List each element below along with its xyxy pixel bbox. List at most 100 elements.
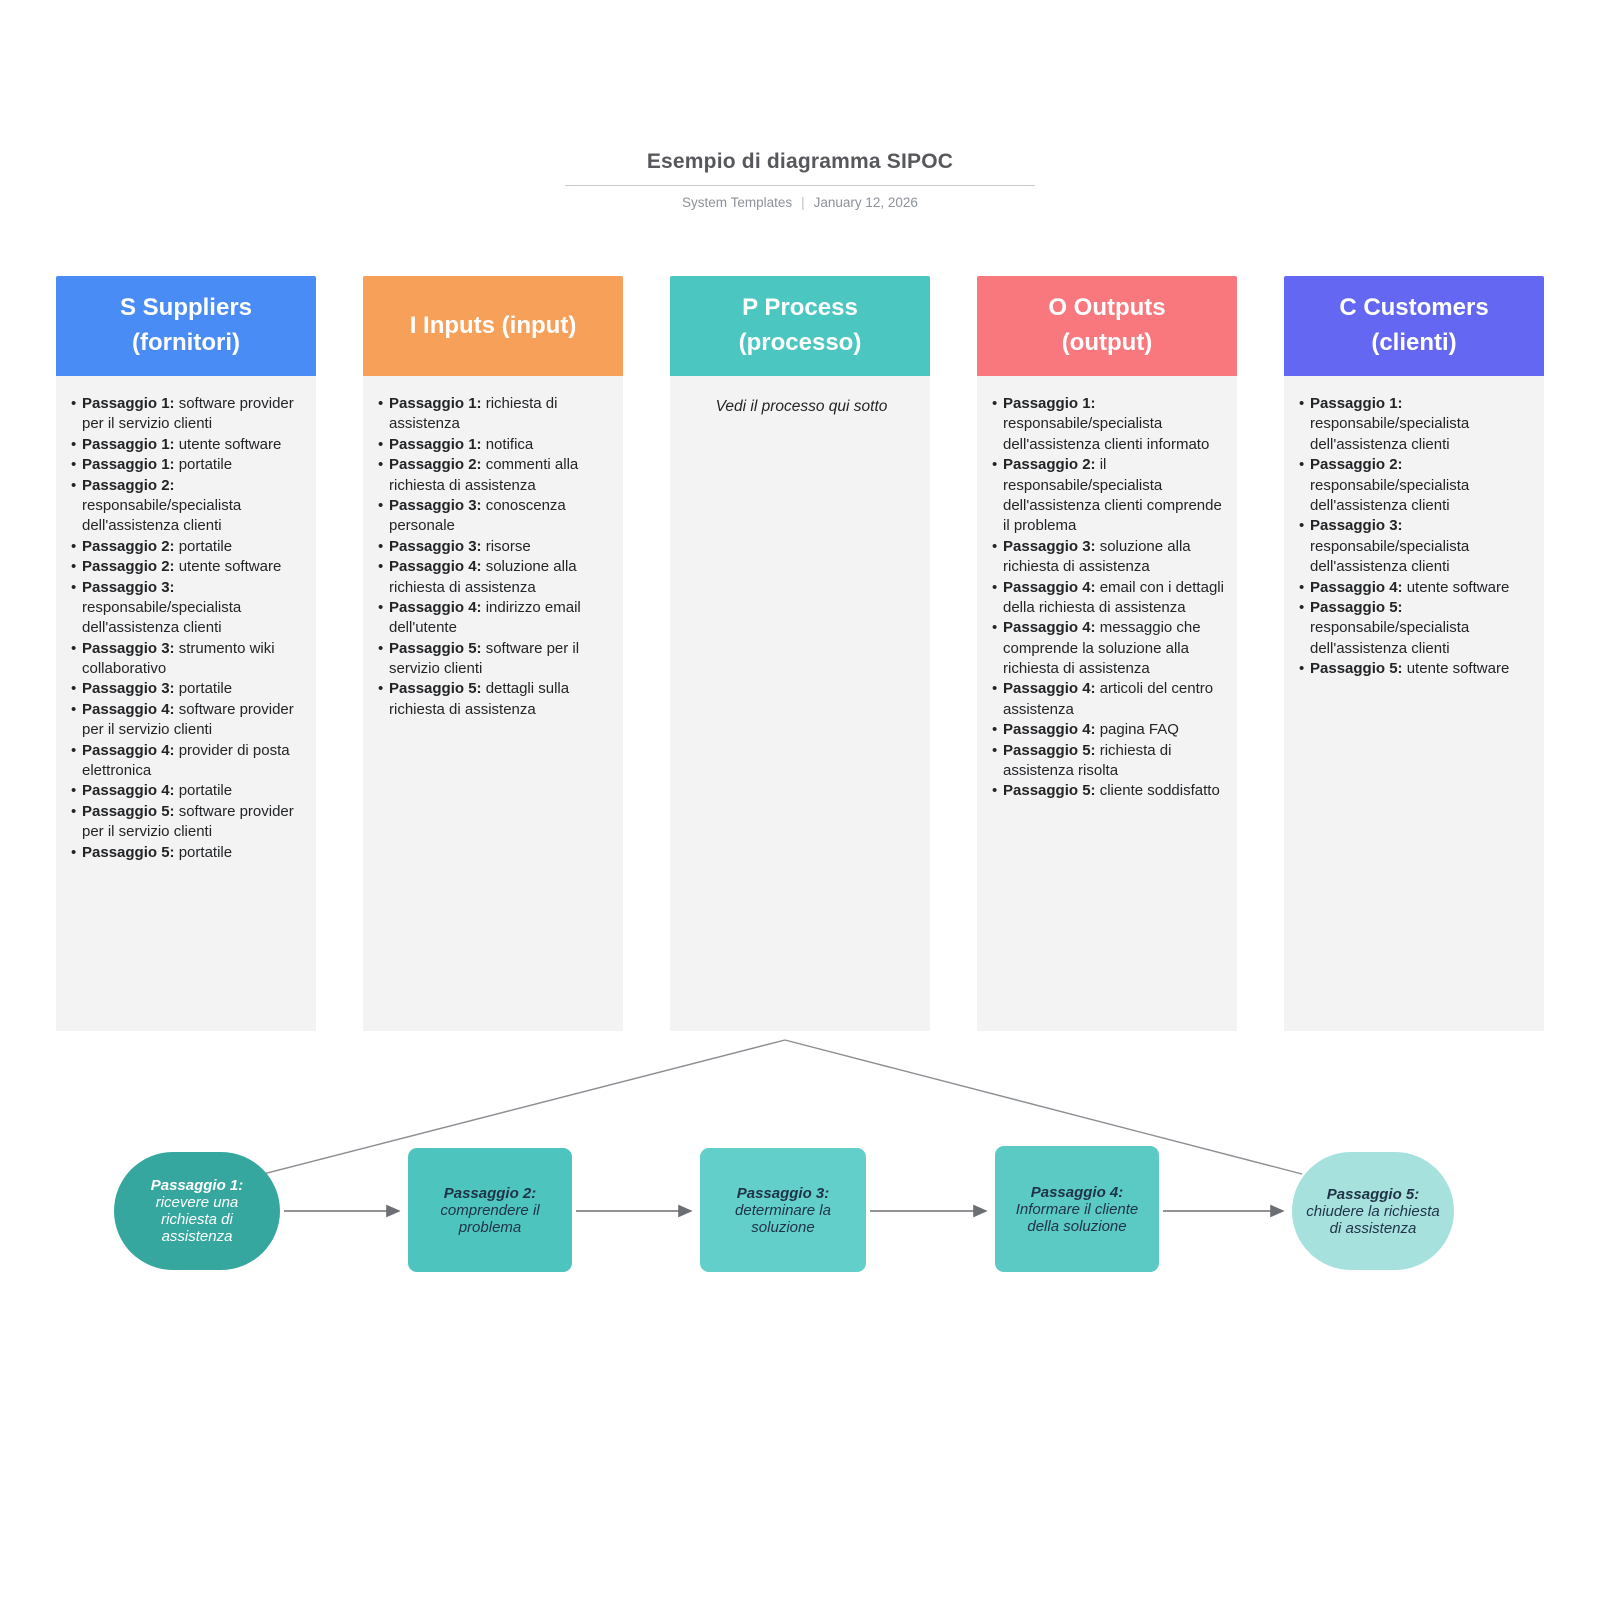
column-header-suppliers: S Suppliers(fornitori) [56, 276, 316, 376]
list-item: Passaggio 1: portatile [71, 455, 304, 476]
list-item: Passaggio 4: utente software [1299, 578, 1532, 599]
list-item: Passaggio 5: software provider per il se… [71, 802, 304, 843]
list-item: Passaggio 2: commenti alla richiesta di … [378, 455, 611, 496]
list-item-label: Passaggio 4: [82, 782, 175, 800]
list-item-label: Passaggio 1: [82, 395, 175, 412]
list-item: Passaggio 4: portatile [71, 781, 304, 802]
list-item: Passaggio 1: utente software [71, 435, 304, 456]
list-item-label: Passaggio 2: [1003, 456, 1096, 474]
byline-author: System Templates [682, 195, 793, 210]
list-item-text: il responsabile/specialista dell'assiste… [1003, 456, 1222, 535]
list-item-text: responsabile/specialista dell'assistenza… [1003, 415, 1210, 453]
list-item-text: responsabile/specialista dell'assistenza… [1310, 415, 1470, 453]
list-item: Passaggio 5: utente software [1299, 659, 1532, 680]
list-item-label: Passaggio 4: [1003, 578, 1096, 596]
list-item: Passaggio 5: richiesta di assistenza ris… [992, 741, 1225, 782]
list-item-label: Passaggio 5: [1003, 741, 1096, 759]
process-step-text: comprendere il problema [440, 1201, 540, 1236]
list-item-label: Passaggio 3: [82, 639, 175, 657]
list-item: Passaggio 5: software per il servizio cl… [378, 639, 611, 680]
list-item-label: Passaggio 4: [1003, 619, 1096, 637]
list-item-text: utente software [178, 435, 282, 453]
list-item-label: Passaggio 3: [1003, 537, 1096, 555]
column-title-line: (output) [1061, 329, 1153, 356]
list-item-label: Passaggio 1: [389, 395, 482, 412]
list-item-text: software provider per il servizio client… [82, 395, 294, 433]
list-item: Passaggio 3: risorse [378, 537, 611, 558]
process-step-label: Passaggio 5: [1326, 1185, 1420, 1203]
list-item: Passaggio 2: il responsabile/specialista… [992, 455, 1225, 537]
list-item: Passaggio 3: responsabile/specialista de… [71, 578, 304, 639]
title-underline [565, 185, 1035, 186]
page-title: Esempio di diagramma SIPOC [646, 150, 954, 173]
list-item-label: Passaggio 5: [1310, 598, 1403, 616]
list-item-text: pagina FAQ [1099, 721, 1179, 739]
list-item: Passaggio 4: messaggio che comprende la … [992, 618, 1225, 679]
list-item-text: utente software [1406, 660, 1510, 678]
list-item-label: Passaggio 5: [389, 639, 482, 657]
list-item-text: messaggio che comprende la soluzione all… [1003, 619, 1201, 678]
list-item-label: Passaggio 1: [1310, 395, 1403, 412]
process-note: Vedi il processo qui sotto [715, 398, 888, 415]
column-header-customers: C Customers(clienti) [1284, 276, 1544, 376]
list-item: Passaggio 4: email con i dettagli della … [992, 578, 1225, 619]
list-item: Passaggio 3: conoscenza personale [378, 496, 611, 537]
list-item-label: Passaggio 2: [1310, 456, 1403, 474]
process-step-label: Passaggio 3: [736, 1184, 830, 1202]
process-step-1: Passaggio 1: ricevere una richiesta di a… [114, 1152, 280, 1270]
list-item-text: portatile [178, 456, 233, 474]
list-item: Passaggio 4: soluzione alla richiesta di… [378, 557, 611, 598]
list-item-text: soluzione alla richiesta di assistenza [389, 558, 577, 596]
list-item-label: Passaggio 2: [82, 476, 175, 494]
process-step-content: Passaggio 5: chiudere la richiesta di as… [1304, 1186, 1442, 1237]
list-item: Passaggio 2: portatile [71, 537, 304, 558]
list-item-label: Passaggio 5: [389, 680, 482, 698]
column-body-outputs: Passaggio 1: responsabile/specialista de… [977, 376, 1237, 1031]
list-item-text: utente software [178, 558, 282, 576]
column-title-line: O Outputs [1048, 294, 1166, 322]
list-item-label: Passaggio 2: [82, 558, 175, 576]
process-step-content: Passaggio 4: Informare il cliente della … [1007, 1184, 1147, 1235]
list-item-text: software provider per il servizio client… [82, 802, 294, 841]
list-item-label: Passaggio 4: [82, 741, 175, 759]
column-inputs: I Inputs (input)Passaggio 1: richiesta d… [363, 276, 623, 1031]
list-item-label: Passaggio 4: [1003, 721, 1096, 739]
process-step-content: Passaggio 2: comprendere il problema [420, 1185, 560, 1236]
list-item-text: dettagli sulla richiesta di assistenza [389, 680, 570, 718]
list-item-label: Passaggio 4: [1003, 680, 1096, 698]
list-item-label: Passaggio 4: [82, 700, 175, 718]
list-item-text: email con i dettagli della richiesta di … [1003, 578, 1224, 616]
list-item-label: Passaggio 5: [1310, 660, 1403, 678]
column-body-customers: Passaggio 1: responsabile/specialista de… [1284, 376, 1544, 1031]
list-item-label: Passaggio 3: [82, 680, 175, 698]
process-step-content: Passaggio 3: determinare la soluzione [712, 1185, 854, 1236]
list-item: Passaggio 3: soluzione alla richiesta di… [992, 537, 1225, 578]
list-item: Passaggio 4: software provider per il se… [71, 700, 304, 741]
byline: System Templates|January 12, 2026 [0, 195, 1600, 210]
list-item-label: Passaggio 2: [82, 537, 175, 555]
column-body-inputs: Passaggio 1: richiesta di assistenzaPass… [363, 376, 623, 1031]
list-item: Passaggio 4: pagina FAQ [992, 720, 1225, 741]
process-step-5: Passaggio 5: chiudere la richiesta di as… [1292, 1152, 1454, 1270]
process-step-text: Informare il cliente della soluzione [1015, 1200, 1139, 1235]
list-item: Passaggio 3: strumento wiki collaborativ… [71, 639, 304, 680]
column-header-outputs: O Outputs (output) [977, 276, 1237, 376]
list-item-label: Passaggio 4: [1310, 578, 1403, 596]
process-step-text: determinare la soluzione [735, 1201, 831, 1236]
process-step-label: Passaggio 2: [443, 1184, 537, 1202]
column-header-inputs: I Inputs (input) [363, 276, 623, 376]
list-item-text: responsabile/specialista dell'assistenza… [1310, 537, 1470, 576]
list-item-text: strumento wiki collaborativo [82, 639, 275, 678]
list-item-text: provider di posta elettronica [82, 741, 290, 780]
list-item: Passaggio 2: responsabile/specialista de… [71, 476, 304, 537]
list-item-label: Passaggio 4: [389, 598, 482, 616]
column-title-line: P Process [742, 294, 858, 322]
list-item: Passaggio 2: responsabile/specialista de… [1299, 455, 1532, 516]
list-item-text: richiesta di assistenza [389, 395, 558, 433]
column-body-suppliers: Passaggio 1: software provider per il se… [56, 376, 316, 1031]
byline-date: January 12, 2026 [813, 195, 918, 210]
list-item: Passaggio 5: responsabile/specialista de… [1299, 598, 1532, 659]
column-body-process: Vedi il processo qui sotto [670, 376, 930, 1031]
list-item-text: software provider per il servizio client… [82, 700, 294, 739]
list-item-text: articoli del centro assistenza [1003, 680, 1214, 718]
